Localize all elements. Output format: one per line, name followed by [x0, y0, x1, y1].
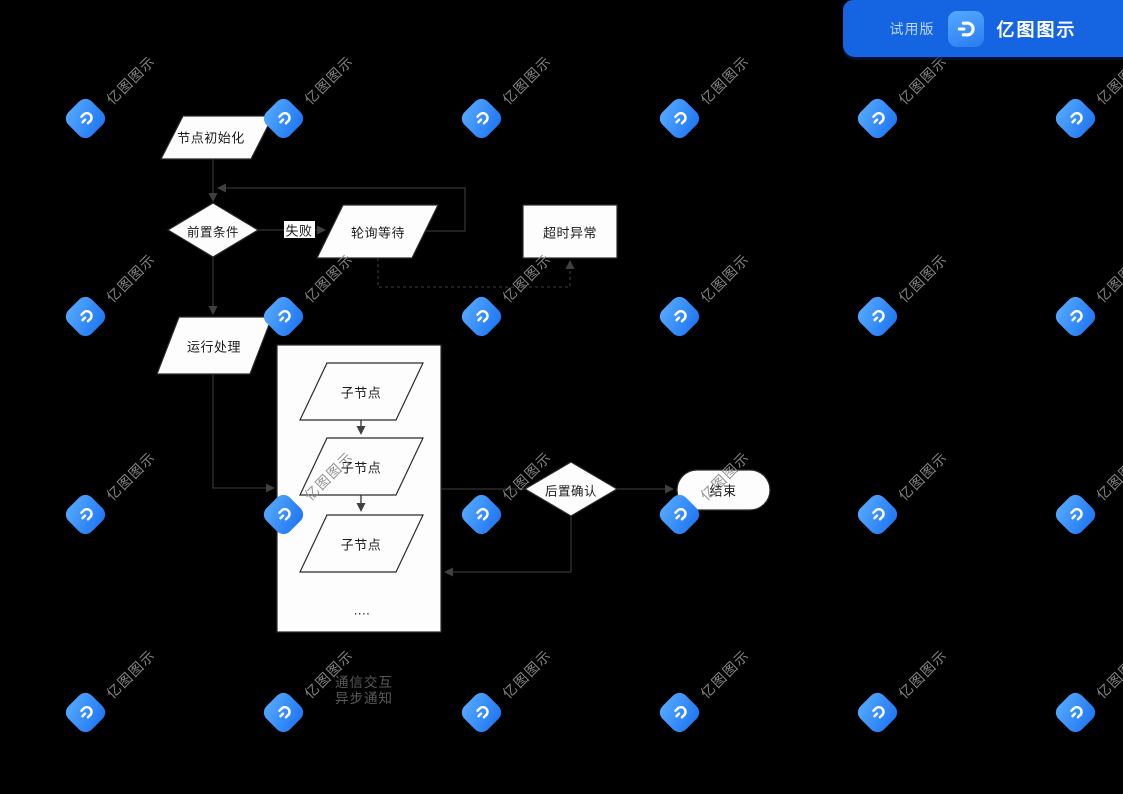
node-end[interactable]	[676, 469, 771, 511]
node-run[interactable]	[156, 316, 273, 375]
trial-badge[interactable]: 试用版 亿图图示	[843, 0, 1123, 57]
poll-to-timeout-arrowhead	[565, 260, 575, 269]
init-to-precondition-arrowhead	[208, 193, 218, 202]
legend-line-1: 通信交互	[335, 675, 393, 690]
postcondition-back-to-container[interactable]	[449, 516, 572, 573]
precondition-to-run-arrowhead	[208, 306, 218, 315]
legend-labels: 通信交互 异步通知	[335, 675, 393, 706]
node-child-3[interactable]	[299, 514, 424, 573]
node-poll-wait[interactable]	[316, 204, 439, 259]
run-to-container[interactable]	[212, 374, 271, 489]
trial-label: 试用版	[889, 20, 935, 37]
postcondition-back-to-container-arrowhead	[444, 567, 453, 577]
poll-feedback-loop[interactable]	[221, 187, 466, 232]
precondition-fail-to-poll-arrowhead	[317, 225, 326, 235]
child1-to-child2-arrowhead	[356, 426, 366, 435]
postcondition-to-end-arrowhead	[665, 484, 674, 494]
label-fail[interactable]	[284, 221, 315, 238]
run-to-container-arrowhead	[266, 483, 275, 493]
edraw-logo-icon	[947, 10, 984, 47]
node-child-2[interactable]	[299, 437, 424, 496]
node-timeout[interactable]	[522, 204, 618, 259]
child2-to-child3-arrowhead	[356, 503, 366, 512]
node-child-1[interactable]	[299, 362, 424, 421]
node-precondition[interactable]	[166, 202, 260, 258]
brand-name: 亿图图示	[996, 19, 1077, 40]
node-init[interactable]	[160, 115, 274, 160]
legend-line-2: 异步通知	[335, 690, 393, 706]
node-postcondition[interactable]	[523, 461, 619, 517]
poll-feedback-loop-arrowhead	[217, 183, 226, 193]
poll-to-timeout[interactable]	[377, 258, 571, 288]
